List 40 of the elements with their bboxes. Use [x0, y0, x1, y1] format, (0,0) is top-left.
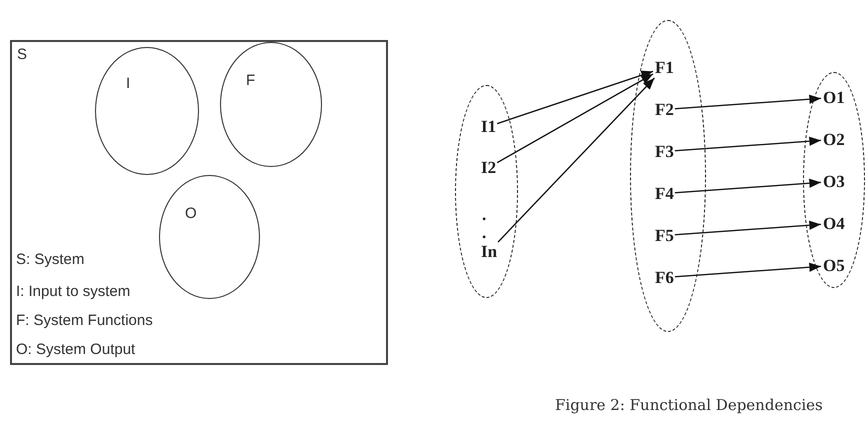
element-label: F1: [655, 59, 674, 76]
legend-text: I: Input to system: [16, 284, 130, 299]
arrow: [496, 70, 654, 124]
arrow: [496, 73, 654, 164]
element-label: O5: [823, 257, 845, 274]
set-letter: I: [126, 76, 130, 91]
set-letter: F: [246, 73, 256, 88]
set-ellipse: [220, 42, 322, 167]
figure-caption: Figure 2: Functional Dependencies: [555, 398, 823, 413]
element-label: F5: [655, 227, 674, 244]
arrow: [674, 262, 822, 278]
element-label: F4: [655, 185, 674, 202]
legend-text: O: System Output: [16, 342, 136, 357]
legend-text: F: System Functions: [16, 313, 153, 328]
legend-text: S: System: [16, 252, 84, 267]
system-frame: [10, 40, 388, 365]
arrow: [674, 94, 822, 110]
ellipsis-dot: .: [482, 206, 486, 223]
element-label: O2: [823, 131, 845, 148]
group-ellipse: [803, 72, 865, 288]
element-label: F3: [655, 143, 674, 160]
arrow: [674, 220, 822, 236]
ellipsis-dot: .: [482, 224, 486, 241]
element-label: O4: [823, 215, 845, 232]
arrow: [674, 136, 822, 152]
set-ellipse: [159, 175, 260, 299]
arrow: [498, 78, 655, 242]
group-ellipse: [630, 20, 706, 332]
element-label: In: [481, 243, 498, 260]
element-label: I2: [481, 159, 496, 176]
arrow: [674, 178, 822, 194]
element-label: O1: [823, 89, 845, 106]
element-label: I1: [481, 118, 496, 135]
group-ellipse: [455, 85, 518, 298]
element-label: F6: [655, 269, 674, 286]
set-letter: O: [185, 206, 197, 221]
frame-title: S: [17, 47, 28, 62]
set-ellipse: [95, 47, 199, 175]
element-label: F2: [655, 101, 674, 118]
element-label: O3: [823, 173, 845, 190]
